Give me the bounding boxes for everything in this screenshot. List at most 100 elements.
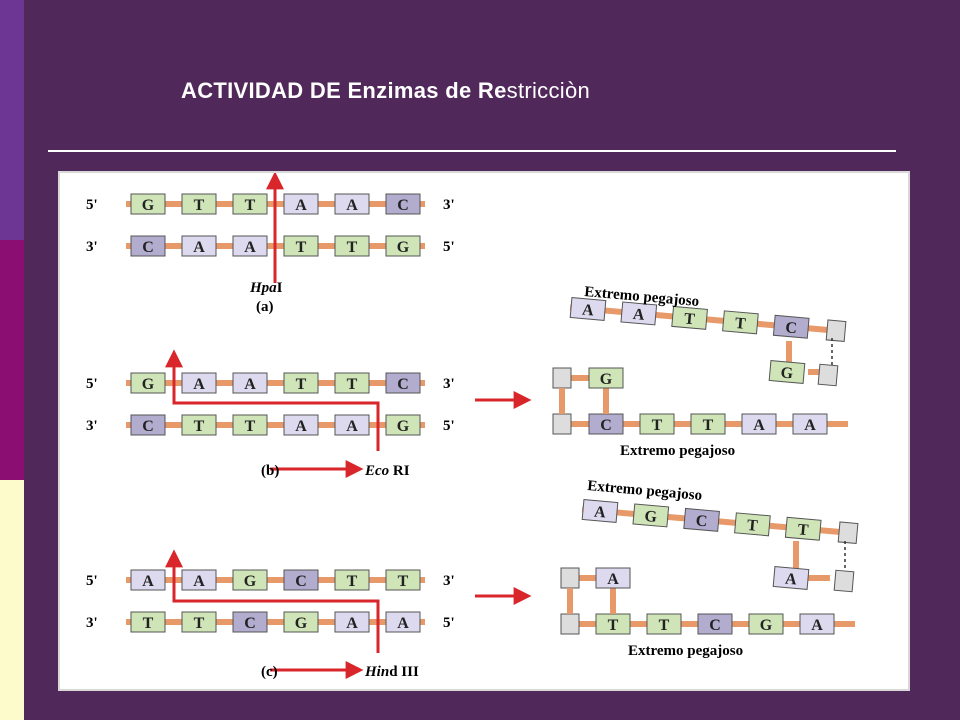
base-box: G [632, 503, 670, 528]
base-box: T [334, 569, 370, 591]
svg-text:T: T [296, 239, 307, 256]
base-box: A [232, 372, 268, 394]
base-box: C [385, 193, 421, 215]
svg-text:A: A [244, 376, 256, 393]
base-box: G [283, 611, 319, 633]
panel-b-bottom-3-label: 3' [86, 418, 98, 434]
panel-c-bottom-5-label: 5' [443, 615, 455, 631]
sidebar-accent-middle [0, 240, 24, 480]
svg-text:C: C [397, 197, 409, 214]
panel-a-enzyme-label: HpaI [249, 280, 283, 296]
base-box: T [130, 611, 166, 633]
svg-text:G: G [142, 197, 155, 214]
svg-text:G: G [397, 418, 410, 435]
svg-text:A: A [193, 573, 205, 590]
base-box: A [792, 413, 828, 435]
base-box: A [181, 569, 217, 591]
svg-text:A: A [295, 418, 307, 435]
panel-c-enzyme-label: Hind III [364, 664, 419, 680]
base-box: C [130, 414, 166, 436]
svg-text:C: C [244, 615, 256, 632]
svg-text:A: A [193, 376, 205, 393]
svg-text:T: T [398, 573, 409, 590]
panel-b-sticky-end-bottom-label: Extremo pegajoso [620, 443, 735, 459]
base-box: A [620, 301, 658, 326]
svg-text:A: A [581, 302, 594, 320]
end-cap [837, 521, 859, 544]
base-box: A [581, 499, 619, 523]
base-box: T [734, 512, 771, 537]
panel-c-sticky-end-top-label: Extremo pegajoso [587, 478, 703, 504]
svg-text:A: A [397, 615, 409, 632]
svg-text:G: G [600, 371, 613, 388]
base-box: T [646, 613, 682, 635]
panel-c-sticky-end-bottom-label: Extremo pegajoso [628, 643, 743, 659]
base-box: G [768, 360, 806, 384]
panel-b-top-5-label: 5' [86, 376, 98, 392]
base-box: A [181, 235, 217, 257]
base-box: A [334, 193, 370, 215]
svg-text:A: A [193, 239, 205, 256]
base-box: C [385, 372, 421, 394]
base-box: C [232, 611, 268, 633]
svg-text:A: A [346, 615, 358, 632]
svg-text:G: G [760, 617, 773, 634]
panel-a-bottom-3-label: 3' [86, 239, 98, 255]
svg-text:A: A [142, 573, 154, 590]
svg-text:G: G [295, 615, 308, 632]
svg-text:T: T [194, 418, 205, 435]
svg-text:T: T [797, 521, 809, 539]
base-box: T [232, 414, 268, 436]
panel-b-top-3-label: 3' [443, 376, 455, 392]
base-box: C [130, 235, 166, 257]
slide-title-bold: ACTIVIDAD DE Enzimas de Re [181, 78, 507, 103]
svg-text:C: C [785, 319, 798, 337]
panel-a-bottom-5-label: 5' [443, 239, 455, 255]
svg-text:A: A [607, 571, 619, 588]
svg-text:A: A [753, 417, 765, 434]
end-cap [825, 319, 847, 342]
base-box: A [595, 567, 631, 589]
base-box: C [697, 613, 733, 635]
panel-c-top-5-label: 5' [86, 573, 98, 589]
svg-text:T: T [608, 617, 619, 634]
sidebar-accent-top [0, 0, 24, 240]
panel-b-bottom-5-label: 5' [443, 418, 455, 434]
sidebar-accent-bottom [0, 480, 24, 720]
base-box: T [385, 569, 421, 591]
svg-text:T: T [703, 417, 714, 434]
panel-a-top-5-label: 5' [86, 197, 98, 213]
svg-text:T: T [347, 239, 358, 256]
end-cap [560, 613, 580, 635]
base-box: C [283, 569, 319, 591]
svg-text:C: C [600, 417, 612, 434]
svg-text:G: G [244, 573, 257, 590]
restriction-enzyme-figure: G T T A A C C A A T T G G A A T T C C T T A A G A A T T C G C T T A A G A A G C… [58, 171, 910, 691]
panel-c-bottom-3-label: 3' [86, 615, 98, 631]
base-box: G [588, 367, 624, 389]
base-box: A [569, 297, 607, 321]
end-cap [552, 413, 572, 435]
svg-text:T: T [245, 418, 256, 435]
svg-text:T: T [746, 517, 758, 535]
base-box: T [181, 414, 217, 436]
base-box: A [181, 372, 217, 394]
svg-text:T: T [347, 376, 358, 393]
base-box: A [283, 193, 319, 215]
end-cap [552, 367, 572, 389]
svg-text:C: C [295, 573, 307, 590]
svg-text:T: T [683, 310, 695, 328]
base-box: C [588, 413, 624, 435]
end-cap [833, 569, 855, 593]
svg-text:G: G [644, 508, 658, 526]
svg-text:A: A [244, 239, 256, 256]
base-box: A [232, 235, 268, 257]
base-box: T [334, 372, 370, 394]
end-cap [817, 363, 839, 387]
panel-a-label: (a) [256, 299, 274, 315]
svg-text:A: A [295, 197, 307, 214]
svg-text:T: T [659, 617, 670, 634]
